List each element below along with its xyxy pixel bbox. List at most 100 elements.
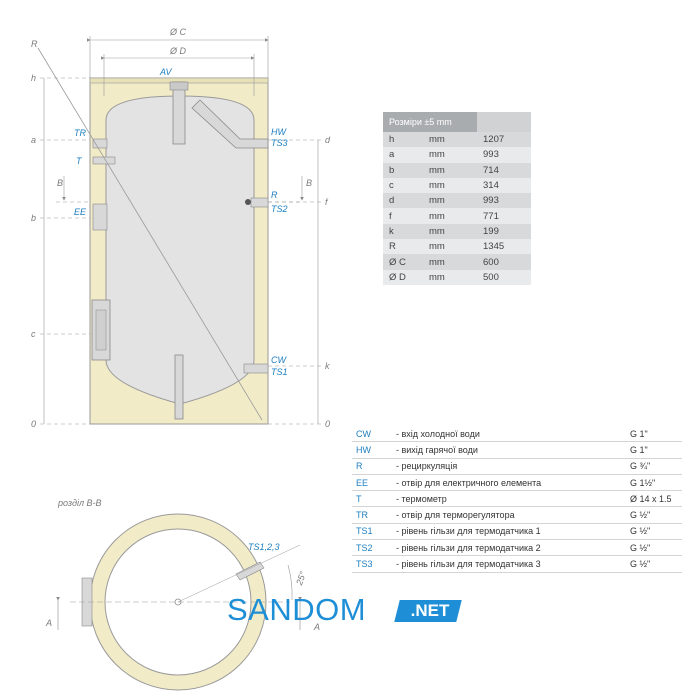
size-key: h: [383, 132, 423, 148]
size-unit: mm: [423, 223, 477, 240]
dim-label-od: Ø D: [169, 46, 187, 56]
connection-description: - рівень гільзи для термодатчика 2: [394, 539, 626, 557]
size-value: 771: [477, 208, 531, 224]
connection-code: TR: [352, 506, 394, 524]
size-table-header-blank: [477, 112, 531, 132]
port-label-r: R: [271, 190, 278, 200]
port-label-ts3: TS3: [271, 138, 288, 148]
port-label-hw: HW: [271, 127, 287, 137]
connection-code: TS3: [352, 555, 394, 573]
dim-label-zero-left: 0: [31, 419, 36, 429]
port-label-cw: CW: [271, 355, 287, 365]
connection-size: G 1½": [626, 474, 682, 492]
connection-code: HW: [352, 441, 394, 459]
size-unit: mm: [423, 254, 477, 270]
connection-size: G ½": [626, 539, 682, 557]
dim-label-h: h: [31, 73, 36, 83]
dim-label-a: a: [31, 135, 36, 145]
connection-size: G ¾": [626, 458, 682, 475]
connection-description: - термометр: [394, 490, 626, 508]
size-unit: mm: [423, 147, 477, 163]
connection-description: - рециркуляція: [394, 458, 626, 475]
connection-description: - вихід гарячої води: [394, 441, 626, 459]
inner-tank: [105, 95, 255, 405]
connection-description: - рівень гільзи для термодатчика 3: [394, 555, 626, 573]
connection-code: EE: [352, 474, 394, 492]
section-angle-label: 25°: [294, 570, 309, 588]
dim-label-b: b: [31, 213, 36, 223]
size-key: k: [383, 223, 423, 240]
connection-size: G 1": [626, 441, 682, 459]
size-value: 993: [477, 193, 531, 209]
section-arrow-a-left: A: [45, 618, 52, 628]
section-arrow-left: B: [57, 178, 63, 188]
logo-suffix: .NET: [410, 601, 450, 620]
size-unit: mm: [423, 132, 477, 148]
connection-code: TS2: [352, 539, 394, 557]
logo-word: SANDOM: [227, 592, 367, 627]
port-label-ee: EE: [74, 207, 87, 217]
dimension-lines: [40, 36, 322, 425]
size-table-header-row: Розміри ±5 mm: [383, 112, 531, 132]
connection-size: G ½": [626, 555, 682, 573]
section-sensor-label: TS1,2,3: [248, 542, 280, 552]
size-key: c: [383, 177, 423, 194]
connection-code: T: [352, 490, 394, 508]
connection-description: - отвір для електричного елемента: [394, 474, 626, 492]
size-key: a: [383, 147, 423, 163]
size-unit: mm: [423, 239, 477, 255]
size-table-header: Розміри ±5 mm: [383, 112, 477, 132]
size-value: 1345: [477, 239, 531, 255]
size-unit: mm: [423, 193, 477, 209]
port-label-ts2: TS2: [271, 204, 288, 214]
connection-size: G ½": [626, 506, 682, 524]
dim-label-d: d: [325, 135, 331, 145]
dim-label-c: c: [31, 329, 36, 339]
connection-description: - вхід холодної води: [394, 426, 626, 443]
dim-label-f: f: [325, 197, 329, 207]
size-value: 993: [477, 147, 531, 163]
port-label-av: AV: [159, 67, 173, 77]
size-value: 1207: [477, 132, 531, 148]
size-key: R: [383, 239, 423, 255]
size-value: 600: [477, 254, 531, 270]
size-value: 199: [477, 223, 531, 240]
size-key: f: [383, 208, 423, 224]
connection-code: CW: [352, 426, 394, 443]
connection-description: - отвір для терморегулятора: [394, 506, 626, 524]
connection-description: - рівень гільзи для термодатчика 1: [394, 523, 626, 541]
size-value: 500: [477, 269, 531, 285]
size-unit: mm: [423, 162, 477, 178]
connection-code: R: [352, 458, 394, 475]
section-arrow-right: B: [306, 178, 312, 188]
tank-elevation: [37, 47, 269, 425]
section-title: розділ B-B: [57, 498, 102, 508]
connection-code: TS1: [352, 523, 394, 541]
size-key: Ø C: [383, 254, 423, 270]
size-key: Ø D: [383, 269, 423, 285]
connection-size: G 1": [626, 426, 682, 443]
size-unit: mm: [423, 208, 477, 224]
dim-label-r: R: [31, 39, 38, 49]
size-unit: mm: [423, 269, 477, 285]
dim-label-k: k: [325, 361, 330, 371]
